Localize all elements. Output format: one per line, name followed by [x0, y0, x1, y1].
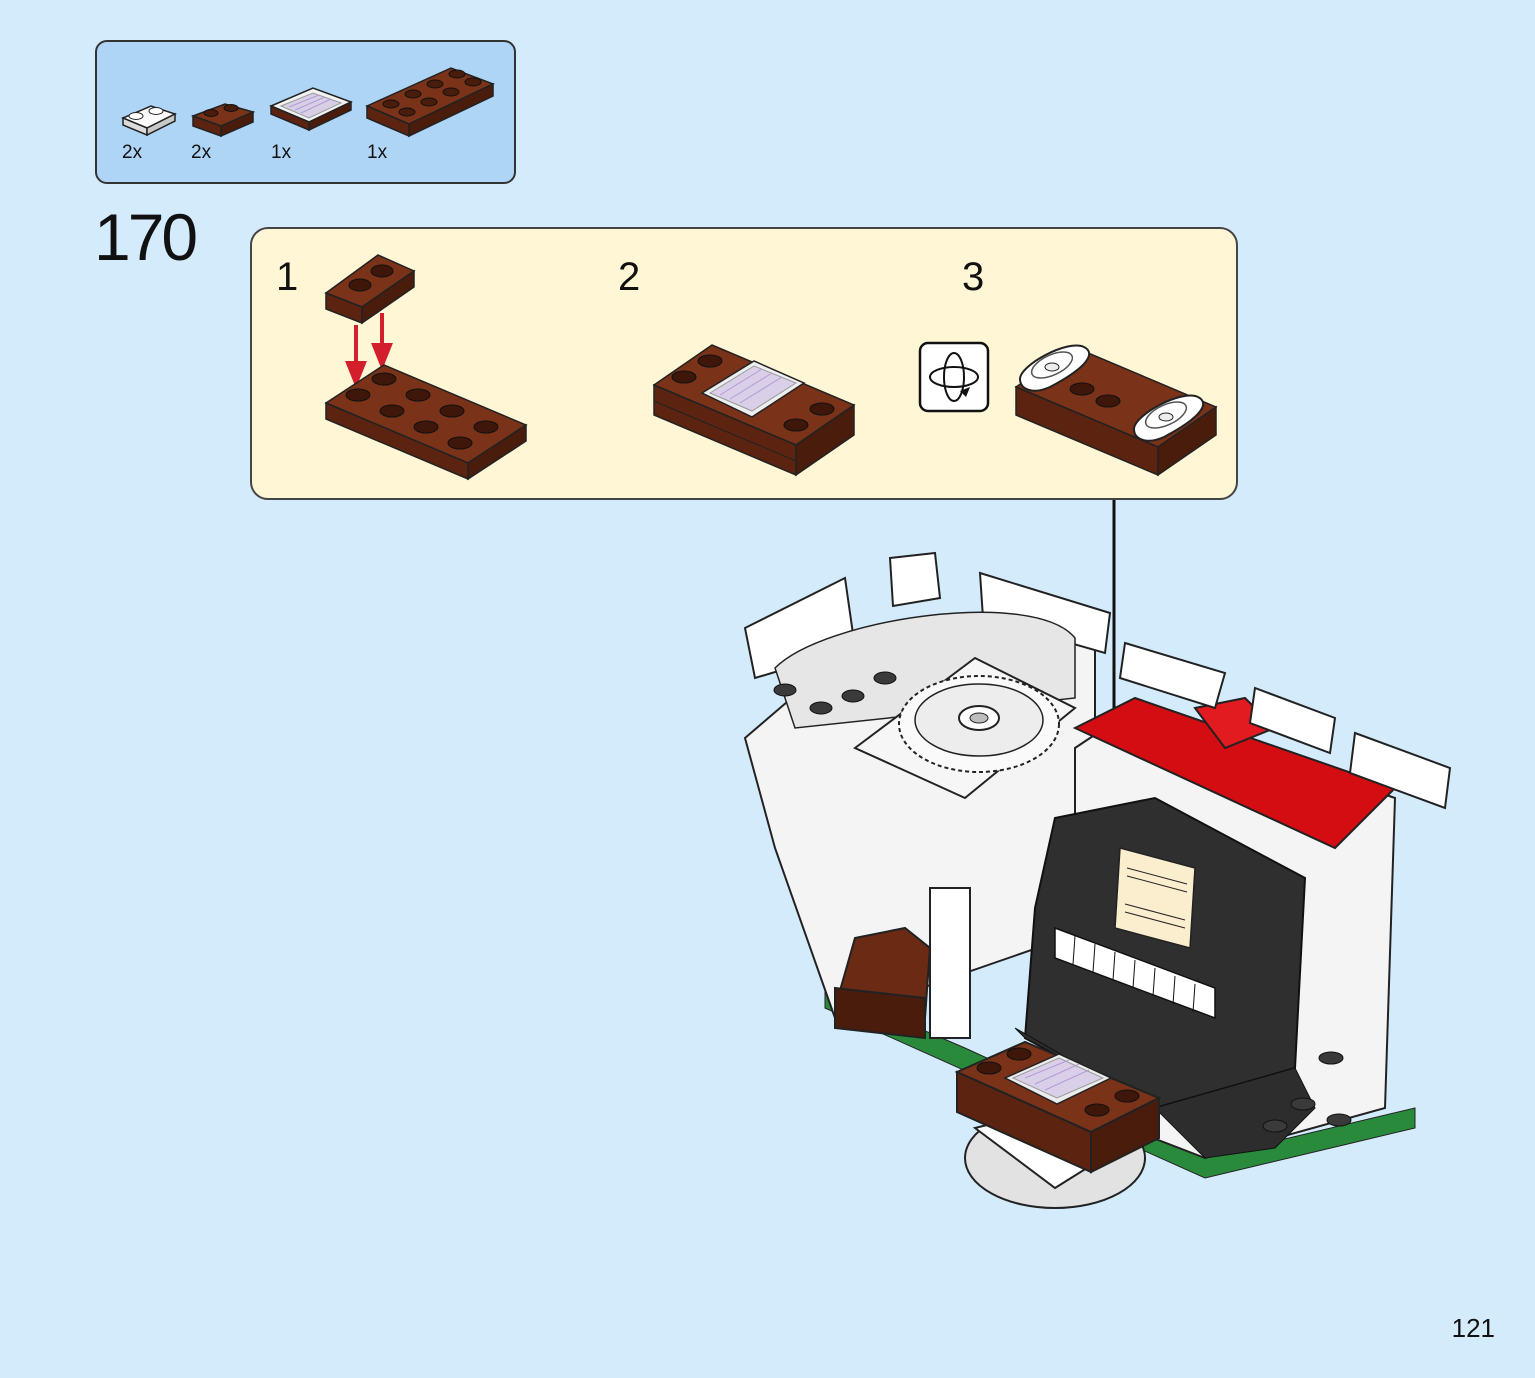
substep-number: 3	[962, 255, 985, 299]
substep-3-drawing	[1014, 344, 1218, 477]
page-number: 121	[1451, 1313, 1495, 1343]
part-quantity: 1x	[367, 142, 388, 163]
model-illustration	[743, 551, 1452, 1209]
substep-number: 1	[276, 255, 299, 299]
substep-2-drawing	[652, 344, 856, 477]
sub-assembly-panel: 1 2 3	[250, 227, 1238, 500]
rotate-model-icon	[918, 341, 990, 413]
substep-number: 2	[618, 255, 641, 299]
parts-list-panel: 2x 2x 1x	[95, 40, 516, 184]
substep-1-drawing	[324, 254, 528, 481]
part-quantity: 2x	[122, 142, 143, 163]
part-quantity: 2x	[191, 142, 212, 163]
part-quantity: 1x	[271, 142, 292, 163]
step-number: 170	[94, 200, 198, 274]
